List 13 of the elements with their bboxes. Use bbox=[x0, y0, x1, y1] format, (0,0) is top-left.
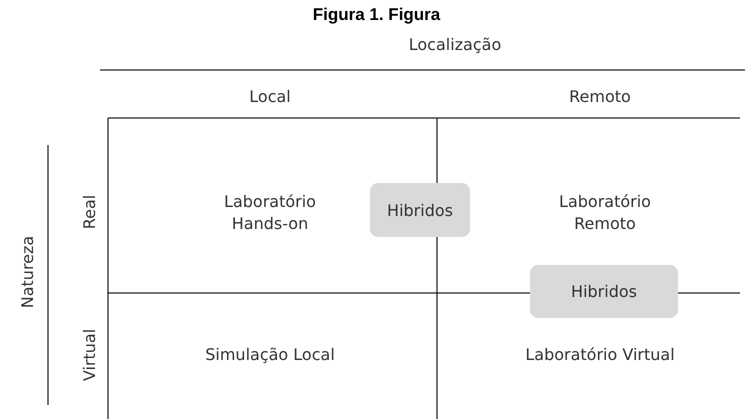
category-box: Hibridos bbox=[370, 183, 470, 237]
axis-title: Localização bbox=[408, 34, 502, 56]
cell-text: Simulação Local bbox=[205, 344, 335, 366]
cell-text: Laboratório Virtual bbox=[525, 344, 675, 366]
cell-text: Laboratório Hands-on bbox=[223, 191, 317, 235]
cell-text: Laboratório Remoto bbox=[558, 191, 652, 235]
row-header: Real bbox=[79, 194, 100, 230]
column-header: Remoto bbox=[569, 86, 631, 108]
column-header: Local bbox=[249, 86, 291, 108]
row-header: Virtual bbox=[79, 328, 100, 382]
figure-title: Figura 1. Figura bbox=[312, 4, 442, 26]
category-box: Hibridos bbox=[530, 265, 678, 318]
axis-title: Natureza bbox=[17, 236, 38, 308]
